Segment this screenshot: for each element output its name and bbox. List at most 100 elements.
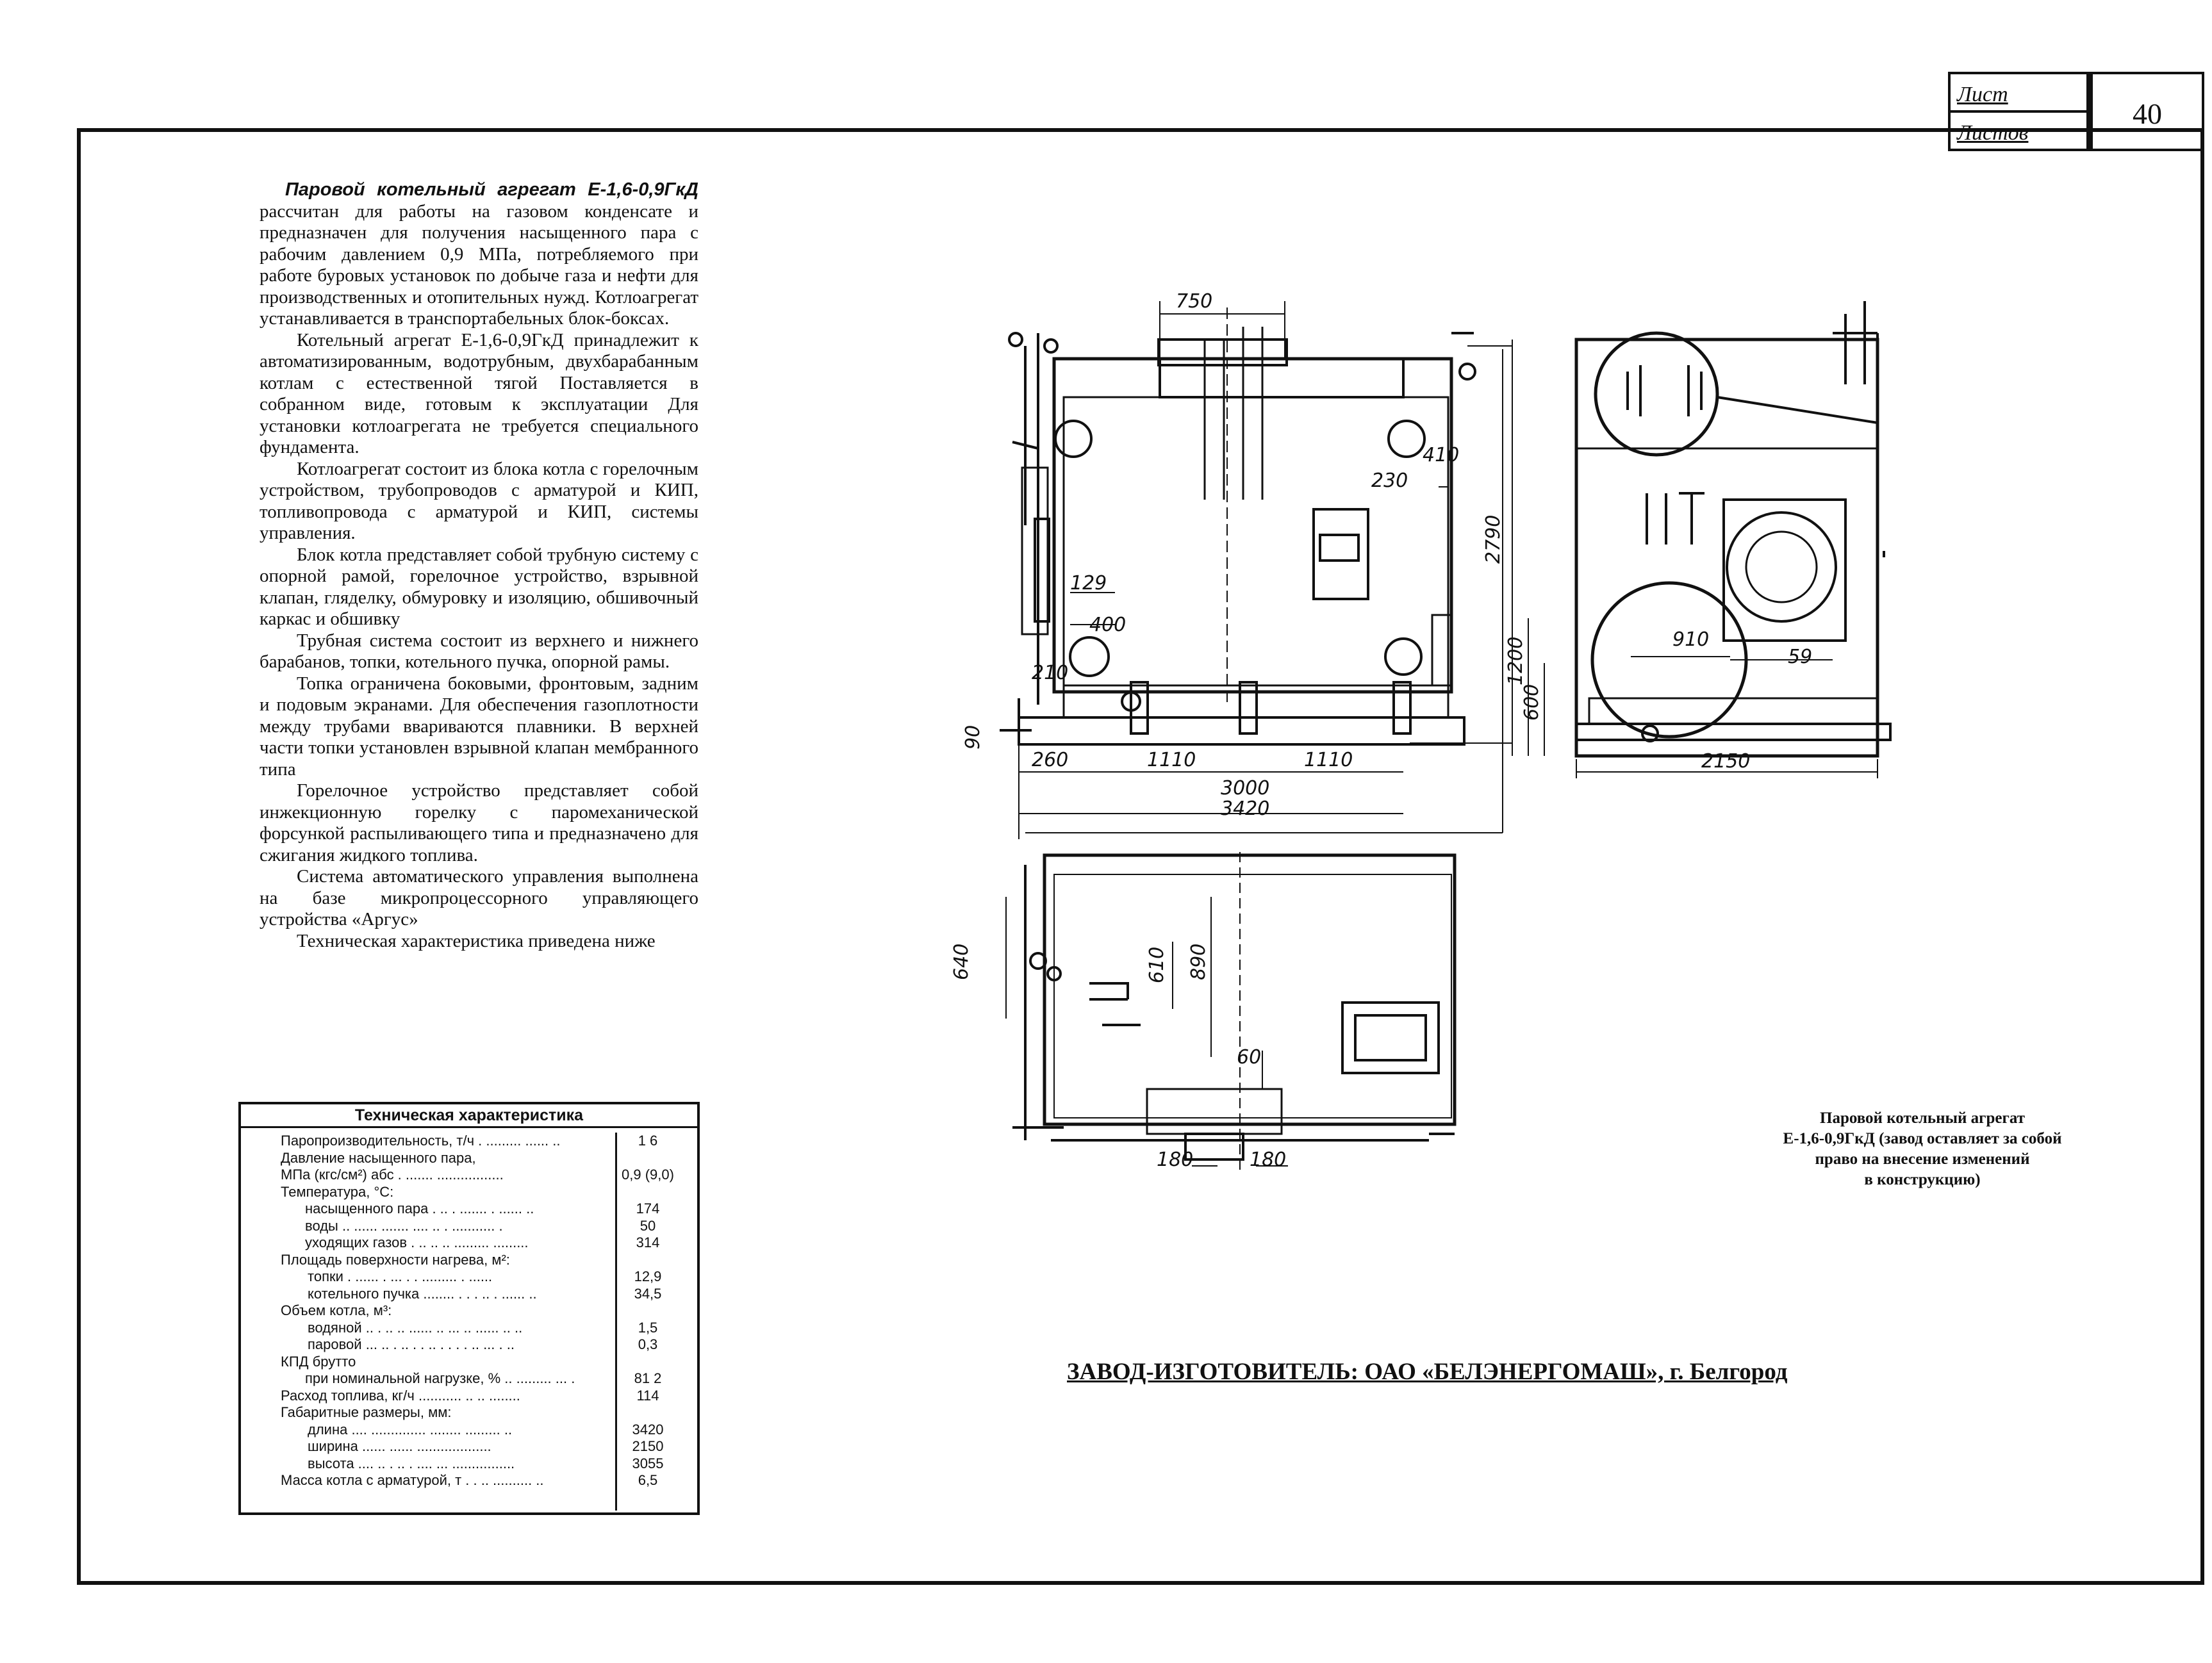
paragraph-1: Паровой котельный агрегат Е-1,6-0,9ГкД р… [260,179,698,329]
tech-spec-row: Паропроизводительность, т/ч . ......... … [241,1133,697,1150]
sheet-number: 40 [2089,72,2204,151]
dim-210: 210 [1032,662,1068,684]
dim-230: 230 [1371,470,1408,492]
tech-spec-row: МПа (кгс/см²) абс . ....... ............… [241,1167,697,1184]
tech-spec-value: 114 [636,1387,659,1404]
tech-spec-label: Паропроизводительность, т/ч . ......... … [281,1133,561,1149]
dim-890: 890 [1187,944,1210,980]
tech-spec-row: ширина ...... ...... ...................… [241,1438,697,1455]
tech-spec-row: Давление насыщенного пара, [241,1150,697,1167]
tech-spec-row: КПД брутто [241,1354,697,1371]
tech-spec-row: Расход топлива, кг/ч ........... .. .. .… [241,1388,697,1405]
dim-129: 129 [1070,572,1107,594]
tech-spec-value: 6,5 [638,1472,658,1488]
tech-spec-value: 0,9 (9,0) [622,1167,674,1183]
tech-spec-value: 3420 [632,1421,664,1438]
tech-spec-label: при номинальной нагрузке, % .. .........… [305,1370,575,1386]
paragraph-9: Техническая характеристика приведена ниж… [297,930,656,951]
dim-2150: 2150 [1701,750,1750,773]
dim-1110a: 1110 [1147,749,1196,771]
dim-1110b: 1110 [1304,749,1353,771]
sheet-frame-left [77,128,81,1582]
dim-2790: 2790 [1482,515,1505,564]
tech-spec-label: насыщенного пара . .. . ....... . ......… [305,1200,534,1217]
description-text: Паровой котельный агрегат Е-1,6-0,9ГкД р… [260,179,698,952]
tech-spec-label: высота .... .. . .. . .... ... .........… [308,1455,515,1471]
tech-spec-row: топки . ...... . ... . . ......... . ...… [241,1268,697,1286]
tech-spec-row: уходящих газов . .. .. .. ......... ....… [241,1234,697,1252]
tech-spec-label: Габаритные размеры, мм: [281,1404,452,1420]
tech-spec-row: Объем котла, м³: [241,1302,697,1320]
dim-180b: 180 [1250,1149,1286,1171]
sheet-frame-bottom [77,1581,2204,1585]
tech-spec-row: водяной .. . .. .. ...... .. ... .. ....… [241,1320,697,1337]
tech-spec-label: паровой ... .. . .. . . .. . . . . .. ..… [308,1336,515,1352]
tech-spec-row: высота .... .. . .. . .... ... .........… [241,1455,697,1473]
tech-spec-row: Масса котла с арматурой, т . . .. ......… [241,1472,697,1489]
tech-spec-row: при номинальной нагрузке, % .. .........… [241,1370,697,1388]
paragraph-7: Горелочное устройство представляет собой… [260,780,698,865]
paragraph-6: Топка ограничена боковыми, фронтовым, за… [260,673,698,780]
tech-spec-label: Давление насыщенного пара, [281,1149,476,1166]
tech-spec-label: уходящих газов . .. .. .. ......... ....… [305,1234,529,1250]
dim-3420: 3420 [1221,798,1269,820]
tech-spec-value: 12,9 [634,1268,662,1284]
tech-spec-row: Температура, °С: [241,1184,697,1201]
front-view [1000,307,1476,746]
dim-610: 610 [1146,947,1168,983]
tech-spec-value: 81 2 [634,1370,662,1386]
paragraph-5: Трубная система состоит из верхнего и ни… [260,630,698,673]
tech-spec-value: 2150 [632,1438,664,1454]
drawing-caption: Паровой котельный агрегат Е-1,6-0,9ГкД (… [1783,1110,2062,1188]
tech-spec-value: 3055 [632,1455,664,1471]
sheet-stamp: Лист Листов 40 [1948,72,2204,161]
tech-spec-row: воды .. ...... ....... .... .. . .......… [241,1218,697,1235]
dim-910: 910 [1672,628,1709,651]
tech-spec-label: топки . ...... . ... . . ......... . ...… [308,1268,493,1284]
tech-spec-value: 50 [640,1217,656,1234]
dim-1200: 1200 [1505,637,1527,685]
tech-spec-label: МПа (кгс/см²) абс . ....... ............… [281,1167,504,1183]
table-divider [615,1133,617,1511]
tech-spec-row: котельного пучка ........ . . . .. . ...… [241,1286,697,1303]
tech-spec-value: 34,5 [634,1285,662,1302]
dim-750: 750 [1176,290,1212,313]
tech-spec-rows: Паропроизводительность, т/ч . ......... … [241,1133,697,1489]
tech-spec-table: Техническая характеристика Паропроизводи… [238,1102,700,1515]
tech-spec-label: КПД брутто [281,1353,356,1370]
plan-view-dimensions [1005,897,1288,1167]
side-view [1574,301,1892,758]
sheets-label: Листов [1948,110,2089,151]
sheet-frame-top [77,128,2204,132]
tech-spec-value: 174 [636,1200,660,1217]
tech-spec-value: 0,3 [638,1336,658,1352]
tech-spec-label: длина .... .............. ........ .....… [308,1421,513,1438]
dim-400: 400 [1089,614,1126,636]
side-view-dimensions [1512,340,1878,778]
tech-spec-label: воды .. ...... ....... .... .. . .......… [305,1217,503,1234]
tech-spec-label: Температура, °С: [281,1183,394,1200]
dim-640: 640 [950,944,973,980]
tech-spec-row: длина .... .............. ........ .....… [241,1421,697,1439]
paragraph-4: Блок котла представляет собой трубную си… [260,544,698,630]
dim-180a: 180 [1157,1149,1193,1171]
tech-spec-row: паровой ... .. . .. . . .. . . . . .. ..… [241,1336,697,1354]
product-name: Паровой котельный агрегат Е-1,6-0,9ГкД [285,179,698,200]
tech-spec-title: Техническая характеристика [241,1104,697,1128]
tech-spec-label: котельного пучка ........ . . . .. . ...… [308,1285,537,1302]
tech-spec-label: Масса котла с арматурой, т . . .. ......… [281,1472,544,1488]
dim-3000: 3000 [1221,777,1269,799]
paragraph-8: Система автоматического управления выпол… [260,866,698,930]
tech-spec-row: Площадь поверхности нагрева, м²: [241,1252,697,1269]
sheet-frame-right [2200,128,2204,1584]
tech-spec-row: Габаритные размеры, мм: [241,1404,697,1421]
tech-spec-label: Площадь поверхности нагрева, м²: [281,1251,510,1268]
front-view-dimensions [1018,301,1512,839]
tech-spec-row: насыщенного пара . .. . ....... . ......… [241,1200,697,1218]
dim-600: 600 [1521,684,1543,721]
paragraph-2: Котельный агрегат Е-1,6-0,9ГкД принадлеж… [260,329,698,458]
manufacturer-line: ЗАВОД-ИЗГОТОВИТЕЛЬ: ОАО «БЕЛЭНЕРГОМАШ», … [1067,1359,1788,1385]
dim-60: 60 [1237,1046,1261,1069]
dim-260: 260 [1032,749,1068,771]
